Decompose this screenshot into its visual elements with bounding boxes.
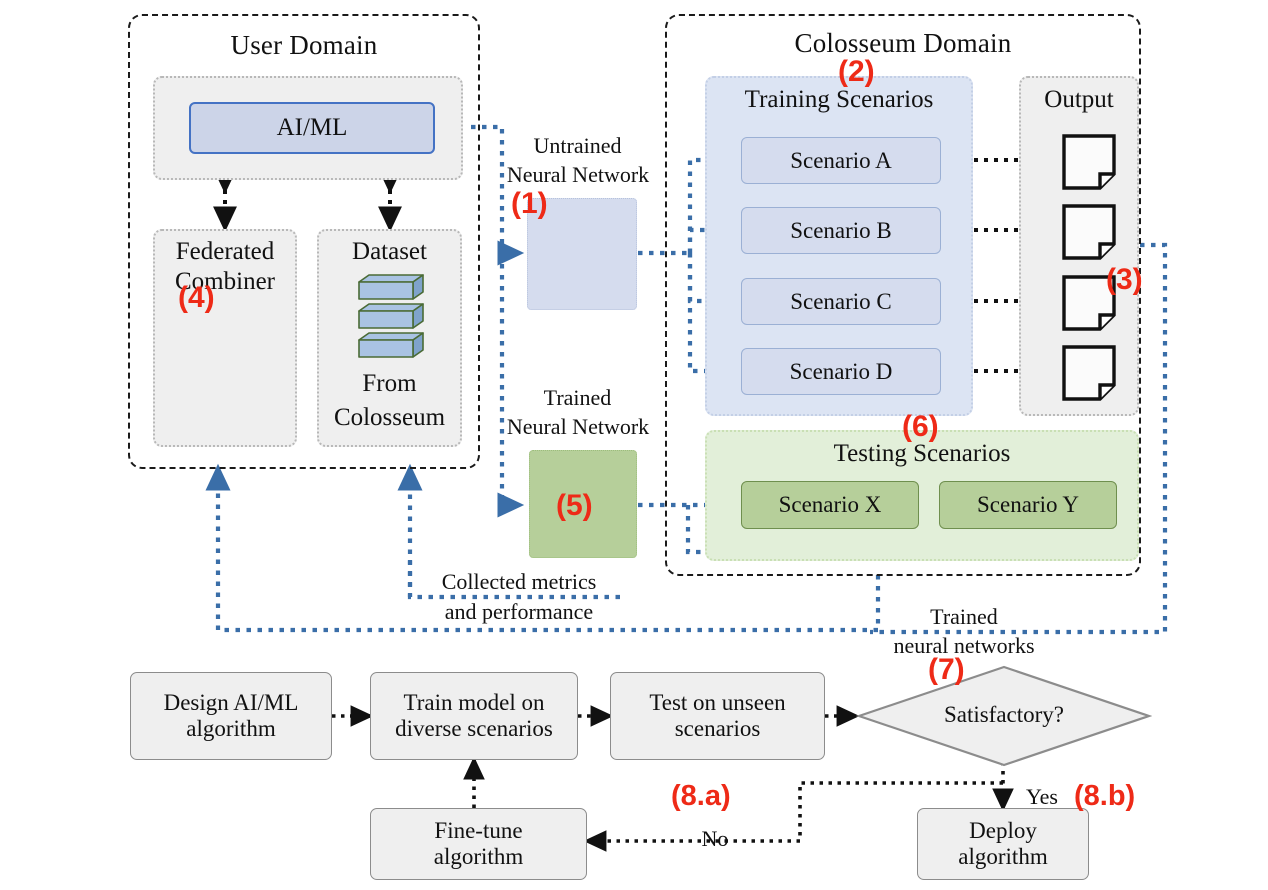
flow-node-finetune-line1: Fine-tune xyxy=(434,818,523,844)
step-marker-6: (6) xyxy=(902,410,939,443)
flow-node-train-line1: Train model on xyxy=(403,690,545,716)
flow-node-deploy-line1: Deploy xyxy=(969,818,1037,844)
flow-node-test-line1: Test on unseen xyxy=(649,690,786,716)
flow-node-test-unseen[interactable]: Test on unseen scenarios xyxy=(610,672,825,760)
federated-combiner-panel[interactable] xyxy=(153,229,297,447)
colosseum-domain-container xyxy=(665,14,1141,576)
trained-networks-caption-line2: neural networks xyxy=(893,633,1035,658)
flow-decision-label: Satisfactory? xyxy=(943,702,1065,727)
step-marker-4: (4) xyxy=(178,281,215,314)
flow-node-deploy[interactable]: Deploy algorithm xyxy=(917,808,1089,880)
scenario-d-box[interactable]: Scenario D xyxy=(741,348,941,395)
dataset-title: Dataset xyxy=(352,238,427,265)
scenario-b-box[interactable]: Scenario B xyxy=(741,207,941,254)
dataset-source-line1: From xyxy=(362,370,417,397)
user-domain-container xyxy=(128,14,480,469)
output-document-icon-4 xyxy=(1062,345,1116,401)
federated-combiner-label-line1: Federated xyxy=(175,238,275,265)
output-document-icon-2 xyxy=(1062,204,1116,260)
output-document-icon-1 xyxy=(1062,134,1116,190)
step-marker-8a: (8.a) xyxy=(671,780,731,812)
step-marker-3: (3) xyxy=(1106,263,1143,296)
output-document-icon-3 xyxy=(1062,275,1116,331)
flow-node-design-line2: algorithm xyxy=(186,716,276,741)
step-marker-8b: (8.b) xyxy=(1074,780,1136,812)
trained-nn-label-line2: Neural Network xyxy=(506,414,650,439)
flow-node-train-model[interactable]: Train model on diverse scenarios xyxy=(370,672,578,760)
flow-node-test-line2: scenarios xyxy=(674,716,761,741)
collected-metrics-caption-line1: Collected metrics xyxy=(441,569,597,594)
colosseum-domain-title: Colosseum Domain xyxy=(794,28,1012,58)
collected-metrics-caption-line2: and performance xyxy=(444,599,594,624)
trained-nn-label-line1: Trained xyxy=(543,385,612,410)
flow-node-train-line2: diverse scenarios xyxy=(395,716,553,741)
untrained-neural-network-box[interactable] xyxy=(527,198,637,310)
output-title: Output xyxy=(1044,86,1114,113)
flow-node-finetune[interactable]: Fine-tune algorithm xyxy=(370,808,587,880)
scenario-x-box[interactable]: Scenario X xyxy=(741,481,919,529)
untrained-nn-label-line2: Neural Network xyxy=(506,162,650,187)
untrained-nn-label-line1: Untrained xyxy=(533,133,622,158)
step-marker-5: (5) xyxy=(556,489,593,522)
edge-label-no: No xyxy=(701,826,729,851)
database-stack-icon xyxy=(355,272,427,360)
user-domain-title: User Domain xyxy=(230,30,378,60)
step-marker-2: (2) xyxy=(838,55,875,88)
trained-networks-caption-line1: Trained xyxy=(930,604,998,629)
trained-neural-network-box[interactable] xyxy=(529,450,637,558)
flow-decision-satisfactory[interactable]: Satisfactory? xyxy=(855,664,1153,768)
dataset-source-line2: Colosseum xyxy=(333,404,446,431)
scenario-a-box[interactable]: Scenario A xyxy=(741,137,941,184)
aiml-box[interactable]: AI/ML xyxy=(189,102,435,154)
training-scenarios-title: Training Scenarios xyxy=(744,86,934,113)
flow-node-design-algorithm[interactable]: Design AI/ML algorithm xyxy=(130,672,332,760)
testing-scenarios-title: Testing Scenarios xyxy=(833,440,1011,467)
step-marker-7: (7) xyxy=(928,653,965,686)
step-marker-1: (1) xyxy=(511,187,548,220)
scenario-c-box[interactable]: Scenario C xyxy=(741,278,941,325)
federated-combiner-label-line2: Combiner xyxy=(175,268,275,295)
flow-node-design-line1: Design AI/ML xyxy=(163,690,299,716)
flow-node-deploy-line2: algorithm xyxy=(958,844,1048,869)
scenario-y-box[interactable]: Scenario Y xyxy=(939,481,1117,529)
flow-node-finetune-line2: algorithm xyxy=(433,844,524,869)
edge-label-yes: Yes xyxy=(1025,784,1058,809)
